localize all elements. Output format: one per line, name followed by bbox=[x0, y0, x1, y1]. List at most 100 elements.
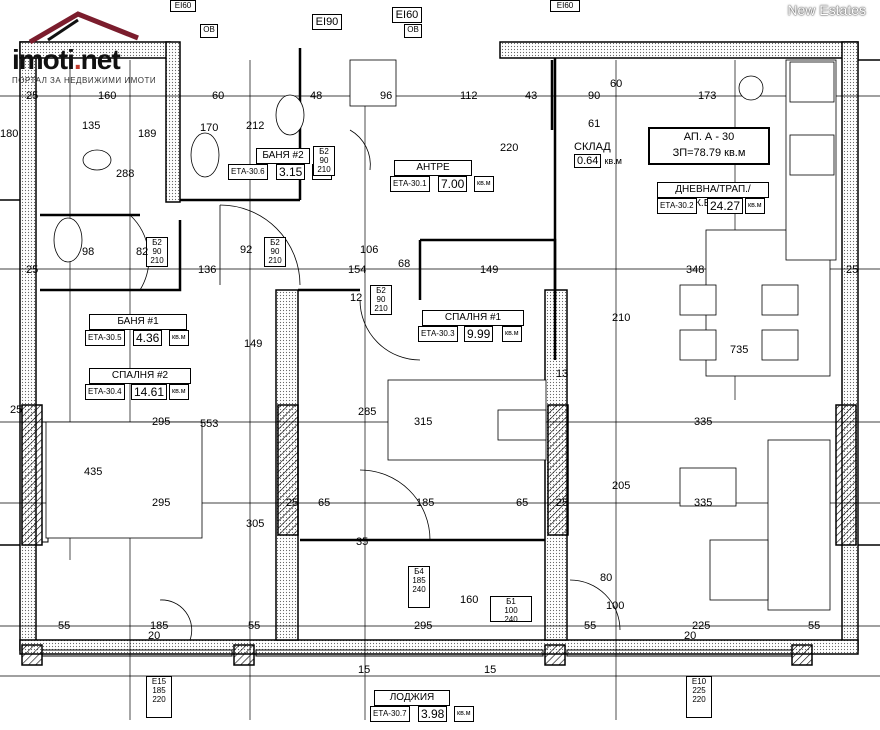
dim-label: 295 bbox=[414, 620, 433, 632]
dim-label: 135 bbox=[82, 120, 101, 132]
storage-unit: кв.м bbox=[604, 156, 622, 166]
room-area: 7.00 bbox=[438, 176, 468, 192]
dim-label: 98 bbox=[82, 246, 95, 258]
room-name: БАНЯ #2 bbox=[256, 148, 310, 164]
window-code: ЕI90 bbox=[312, 14, 342, 30]
dim-label: 48 bbox=[310, 90, 323, 102]
dim-label: 149 bbox=[480, 264, 499, 276]
room-area: 3.98 bbox=[418, 706, 448, 722]
dim-label: 82 bbox=[136, 246, 149, 258]
dim-label: 315 bbox=[414, 416, 433, 428]
window-code: ЕI60 bbox=[170, 0, 196, 12]
dim-label: 35 bbox=[356, 536, 369, 548]
room-code: ЕТА-30.2 bbox=[657, 198, 697, 214]
room-label-bedroom2: СПАЛНЯ #2 ЕТА-30.4 14.61 кв.м bbox=[85, 368, 195, 400]
dim-label: 154 bbox=[348, 264, 367, 276]
room-unit: кв.м bbox=[474, 176, 494, 192]
furniture bbox=[45, 59, 837, 611]
dim-label: 60 bbox=[610, 78, 623, 90]
dim-label: 61 bbox=[588, 118, 601, 130]
dim-label: 185 bbox=[150, 620, 169, 632]
dim-label: 553 bbox=[200, 418, 219, 430]
dim-label: 25 bbox=[846, 264, 859, 276]
storage-area: 0.64 bbox=[574, 154, 602, 168]
room-code: ЕТА-30.1 bbox=[390, 176, 430, 192]
room-unit: кв.м bbox=[169, 384, 189, 400]
brand-logo: imoti.net ПОРТАЛ ЗА НЕДВИЖИМИ ИМОТИ bbox=[8, 10, 168, 85]
dim-label: 106 bbox=[360, 244, 379, 256]
room-unit: кв.м bbox=[745, 198, 765, 214]
dim-label: 65 bbox=[516, 497, 529, 509]
room-name: СПАЛНЯ #2 bbox=[89, 368, 191, 384]
room-code: ЕТА-30.7 bbox=[370, 706, 410, 722]
dim-label: 60 bbox=[212, 90, 225, 102]
dim-label: 112 bbox=[460, 90, 478, 102]
dim-label: 25 bbox=[286, 497, 299, 509]
room-area: 14.61 bbox=[131, 384, 168, 400]
dim-label: 65 bbox=[318, 497, 331, 509]
logo-wordmark: imoti.net bbox=[12, 44, 121, 75]
dim-label: 80 bbox=[600, 572, 613, 584]
room-area: 3.15 bbox=[276, 164, 306, 180]
room-area: 24.27 bbox=[707, 198, 744, 214]
dim-label: 43 bbox=[525, 90, 538, 102]
room-unit: кв.м bbox=[502, 326, 522, 342]
dim-label: 160 bbox=[98, 90, 117, 102]
apartment-area: ЗП=78.79 кв.м bbox=[672, 147, 746, 159]
watermark-text: New Estates bbox=[787, 2, 866, 18]
dim-label: 90 bbox=[588, 90, 601, 102]
dim-label: 13 bbox=[556, 368, 569, 380]
dim-label: 205 bbox=[612, 480, 631, 492]
window-code: ЕI60 bbox=[550, 0, 580, 12]
room-name: СПАЛНЯ #1 bbox=[422, 310, 524, 326]
dim-label: 96 bbox=[380, 90, 393, 102]
dim-label: 225 bbox=[692, 620, 711, 632]
dim-label: 20 bbox=[684, 630, 697, 642]
dim-label: 92 bbox=[240, 244, 253, 256]
room-name: ДНЕВНА/ТРАП./К.БОКС bbox=[657, 182, 769, 209]
dim-label: 285 bbox=[358, 406, 377, 418]
dim-label: 295 bbox=[152, 497, 171, 509]
apartment-name: АП. А - 30 bbox=[683, 131, 735, 143]
room-label-bath1: БАНЯ #1 ЕТА-30.5 4.36 кв.м bbox=[85, 314, 191, 346]
neighbour-walls bbox=[0, 59, 880, 546]
dim-label: 185 bbox=[416, 497, 435, 509]
window-code: ОВ bbox=[200, 24, 218, 38]
dim-label: 170 bbox=[200, 122, 219, 134]
dim-label: 15 bbox=[358, 664, 371, 676]
dim-label: 55 bbox=[58, 620, 71, 632]
columns bbox=[21, 404, 857, 666]
roof-icon bbox=[28, 11, 139, 45]
dim-label: 435 bbox=[84, 466, 103, 478]
dim-label: 100 bbox=[606, 600, 625, 612]
room-area: 4.36 bbox=[133, 330, 163, 346]
room-code: ЕТА-30.4 bbox=[85, 384, 125, 400]
dim-label: 55 bbox=[808, 620, 821, 632]
room-unit: кв.м bbox=[454, 706, 474, 722]
dim-label: 212 bbox=[246, 120, 265, 132]
dim-label: 25 bbox=[26, 264, 39, 276]
dim-label: 20 bbox=[148, 630, 161, 642]
room-label-bath2: БАНЯ #2 ЕТА-30.6 3.15 кв.м bbox=[228, 148, 338, 180]
storage-name: СКЛАД bbox=[574, 141, 611, 153]
room-unit: кв.м bbox=[169, 330, 189, 346]
dim-label: 136 bbox=[198, 264, 217, 276]
dim-label: 160 bbox=[460, 594, 479, 606]
room-name: БАНЯ #1 bbox=[89, 314, 187, 330]
dim-label: 305 bbox=[246, 518, 265, 530]
dim-label: 12 bbox=[350, 292, 363, 304]
dim-label: 68 bbox=[398, 258, 411, 270]
dim-label: 189 bbox=[138, 128, 157, 140]
dim-label: 288 bbox=[116, 168, 135, 180]
dim-label: 55 bbox=[248, 620, 261, 632]
window-code: ОВ bbox=[404, 24, 422, 38]
dim-label: 335 bbox=[694, 416, 713, 428]
dim-label: 335 bbox=[694, 497, 713, 509]
window-code: ЕI60 bbox=[392, 7, 422, 23]
dim-label: 15 bbox=[484, 664, 497, 676]
